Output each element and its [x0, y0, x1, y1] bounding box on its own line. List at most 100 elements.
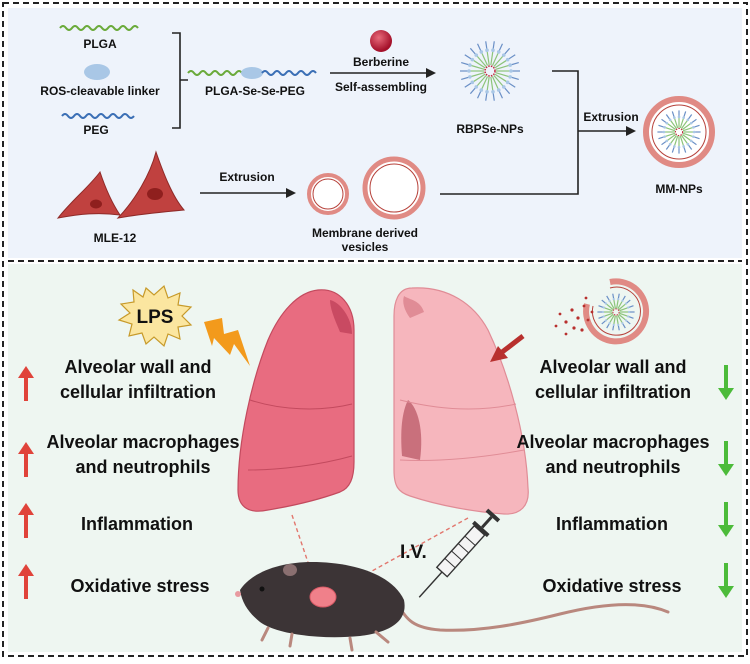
micelle-arm — [613, 299, 616, 309]
micelle-linker — [602, 315, 605, 318]
increase-arrowhead — [18, 442, 34, 454]
micelle-arm — [493, 55, 504, 67]
iv-label: I.V. — [400, 542, 427, 563]
micelle-linker — [505, 80, 510, 85]
micelle-linker — [624, 302, 628, 305]
micelle-linker — [627, 306, 630, 309]
mm-np-icon — [643, 96, 715, 168]
right-effect-2-line2: and neutrophils — [546, 457, 681, 477]
micelle-arm — [613, 315, 616, 325]
micelle-linker — [668, 142, 672, 146]
inflamed-lung-icon — [237, 289, 355, 512]
increase-arrowhead — [18, 366, 34, 378]
conjugate-plga-icon — [187, 70, 243, 76]
right-effect-4: Oxidative stress — [542, 576, 681, 596]
micelle-arm — [616, 299, 619, 309]
healthy-lung-icon — [393, 287, 529, 515]
micelle-linker — [627, 310, 631, 314]
mm-nps-label: MM-NPs — [655, 182, 703, 196]
micelle-linker — [470, 57, 475, 62]
micelle-linker — [692, 126, 695, 129]
micelle-arm — [673, 118, 679, 129]
micelle-arm — [491, 76, 499, 90]
micelle-arm — [481, 52, 489, 66]
micelle-linker — [491, 48, 495, 53]
micelle-linker — [604, 302, 608, 305]
micelle-arm — [609, 300, 615, 310]
micelle-arm — [681, 135, 688, 145]
right-effect-1-line2: cellular infiltration — [535, 382, 691, 402]
micelle-linker — [470, 80, 475, 85]
micelle-linker — [627, 315, 630, 318]
micelle-arm — [682, 126, 693, 132]
micelle-linker — [602, 306, 605, 309]
mle12-cell-icon — [116, 150, 186, 219]
mle12-label: MLE-12 — [94, 231, 137, 245]
micelle-linker — [682, 145, 685, 148]
decrease-arrowhead — [718, 464, 734, 476]
left-effect-3: Inflammation — [81, 514, 193, 534]
micelle-linker — [686, 118, 690, 122]
micelle-linker — [604, 319, 608, 322]
micelle-linker — [505, 57, 510, 62]
linker-label: ROS-cleavable linker — [40, 84, 160, 98]
micelle-arm — [617, 300, 623, 310]
micelle-arm — [666, 134, 676, 141]
micelle-linker — [474, 53, 479, 57]
berberine-icon — [370, 30, 392, 52]
peg-strand-icon — [61, 113, 135, 119]
micelle-linker — [496, 88, 501, 92]
syringe-icon — [418, 508, 501, 598]
micelle-linker — [467, 69, 471, 73]
right-effect-1-line1: Alveolar wall and — [539, 357, 686, 377]
micelle-core — [484, 65, 496, 77]
micelle-arm — [670, 135, 677, 145]
released-drug-dots — [554, 296, 594, 336]
micelle-arm — [470, 72, 485, 78]
micelle-arm — [682, 132, 693, 138]
micelle-linker — [491, 89, 495, 94]
mle12-cell-icon — [56, 170, 122, 219]
micelle-linker — [501, 53, 506, 57]
plga-strand-icon — [59, 25, 139, 31]
decrease-arrowhead — [718, 525, 734, 537]
micelle-linker — [617, 323, 620, 326]
micelle-linker — [665, 121, 669, 125]
micelle-linker — [677, 115, 681, 119]
cell-nucleus-icon — [90, 199, 102, 209]
vesicle-small-icon — [307, 173, 349, 215]
micelle-linker — [692, 130, 696, 134]
decrease-arrowhead — [718, 388, 734, 400]
micelle-core — [612, 308, 620, 316]
micelle-arm — [673, 135, 679, 146]
micelle-arm — [670, 119, 677, 129]
micelle-arm — [481, 76, 489, 90]
micelle-arm — [472, 73, 486, 83]
micelle-linker — [508, 63, 512, 67]
micelle-arm — [618, 313, 626, 321]
increase-arrowhead — [18, 503, 34, 515]
bracket — [172, 32, 188, 129]
conjugate-peg-icon — [261, 70, 317, 76]
micelle-linker — [677, 145, 681, 149]
micelle-arm — [682, 123, 692, 130]
right-effect-2-line1: Alveolar macrophages — [516, 432, 709, 452]
micelle-linker — [617, 298, 620, 301]
micelle-linker — [621, 299, 624, 302]
self-assembling-label: Self-assembling — [335, 80, 427, 94]
mouse-icon — [235, 562, 670, 652]
micelle-arm — [617, 314, 623, 324]
micelle-arm — [679, 135, 685, 146]
micelle-arm — [616, 315, 619, 325]
micelle-linker — [665, 139, 669, 143]
merge-connector — [440, 70, 579, 195]
micelle-linker — [689, 139, 693, 143]
cell-nucleus-icon — [147, 188, 163, 200]
micelle-arm — [494, 73, 508, 83]
micelle-arm — [476, 55, 487, 67]
releasing-nanoparticle-icon — [583, 278, 650, 345]
decrease-arrowhead — [718, 586, 734, 598]
micelle-linker — [608, 322, 611, 325]
micelle-linker — [663, 135, 666, 138]
